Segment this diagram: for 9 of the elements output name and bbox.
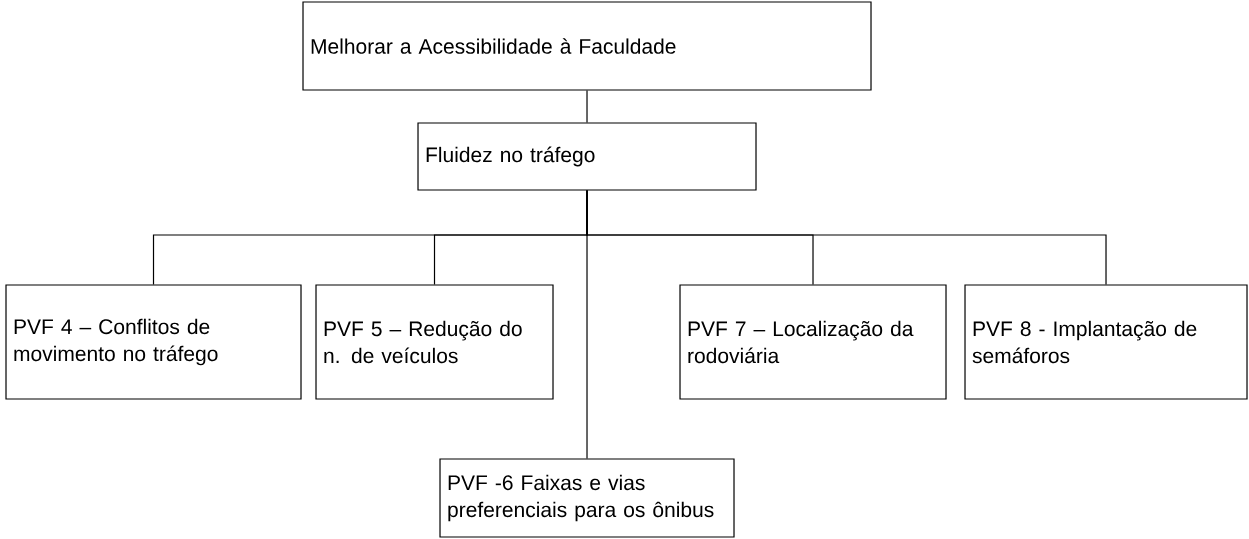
box: Melhorar a Acessibilidade à Faculdade: [302, 1, 872, 91]
connector-line: [586, 190, 588, 459]
box: PVF 5 – Redução do n. de veículos: [315, 284, 554, 400]
box: PVF 8 - Implantação de semáforos: [964, 284, 1248, 400]
box: PVF 7 – Localização da rodoviária: [679, 284, 947, 400]
box: Fluidez no tráfego: [417, 122, 757, 191]
connector-line: [586, 90, 588, 123]
box: PVF -6 Faixas e vias preferenciais para os ônibus: [439, 458, 735, 538]
box: PVF 4 – Conflitos de movimento no tráfego: [5, 284, 302, 400]
